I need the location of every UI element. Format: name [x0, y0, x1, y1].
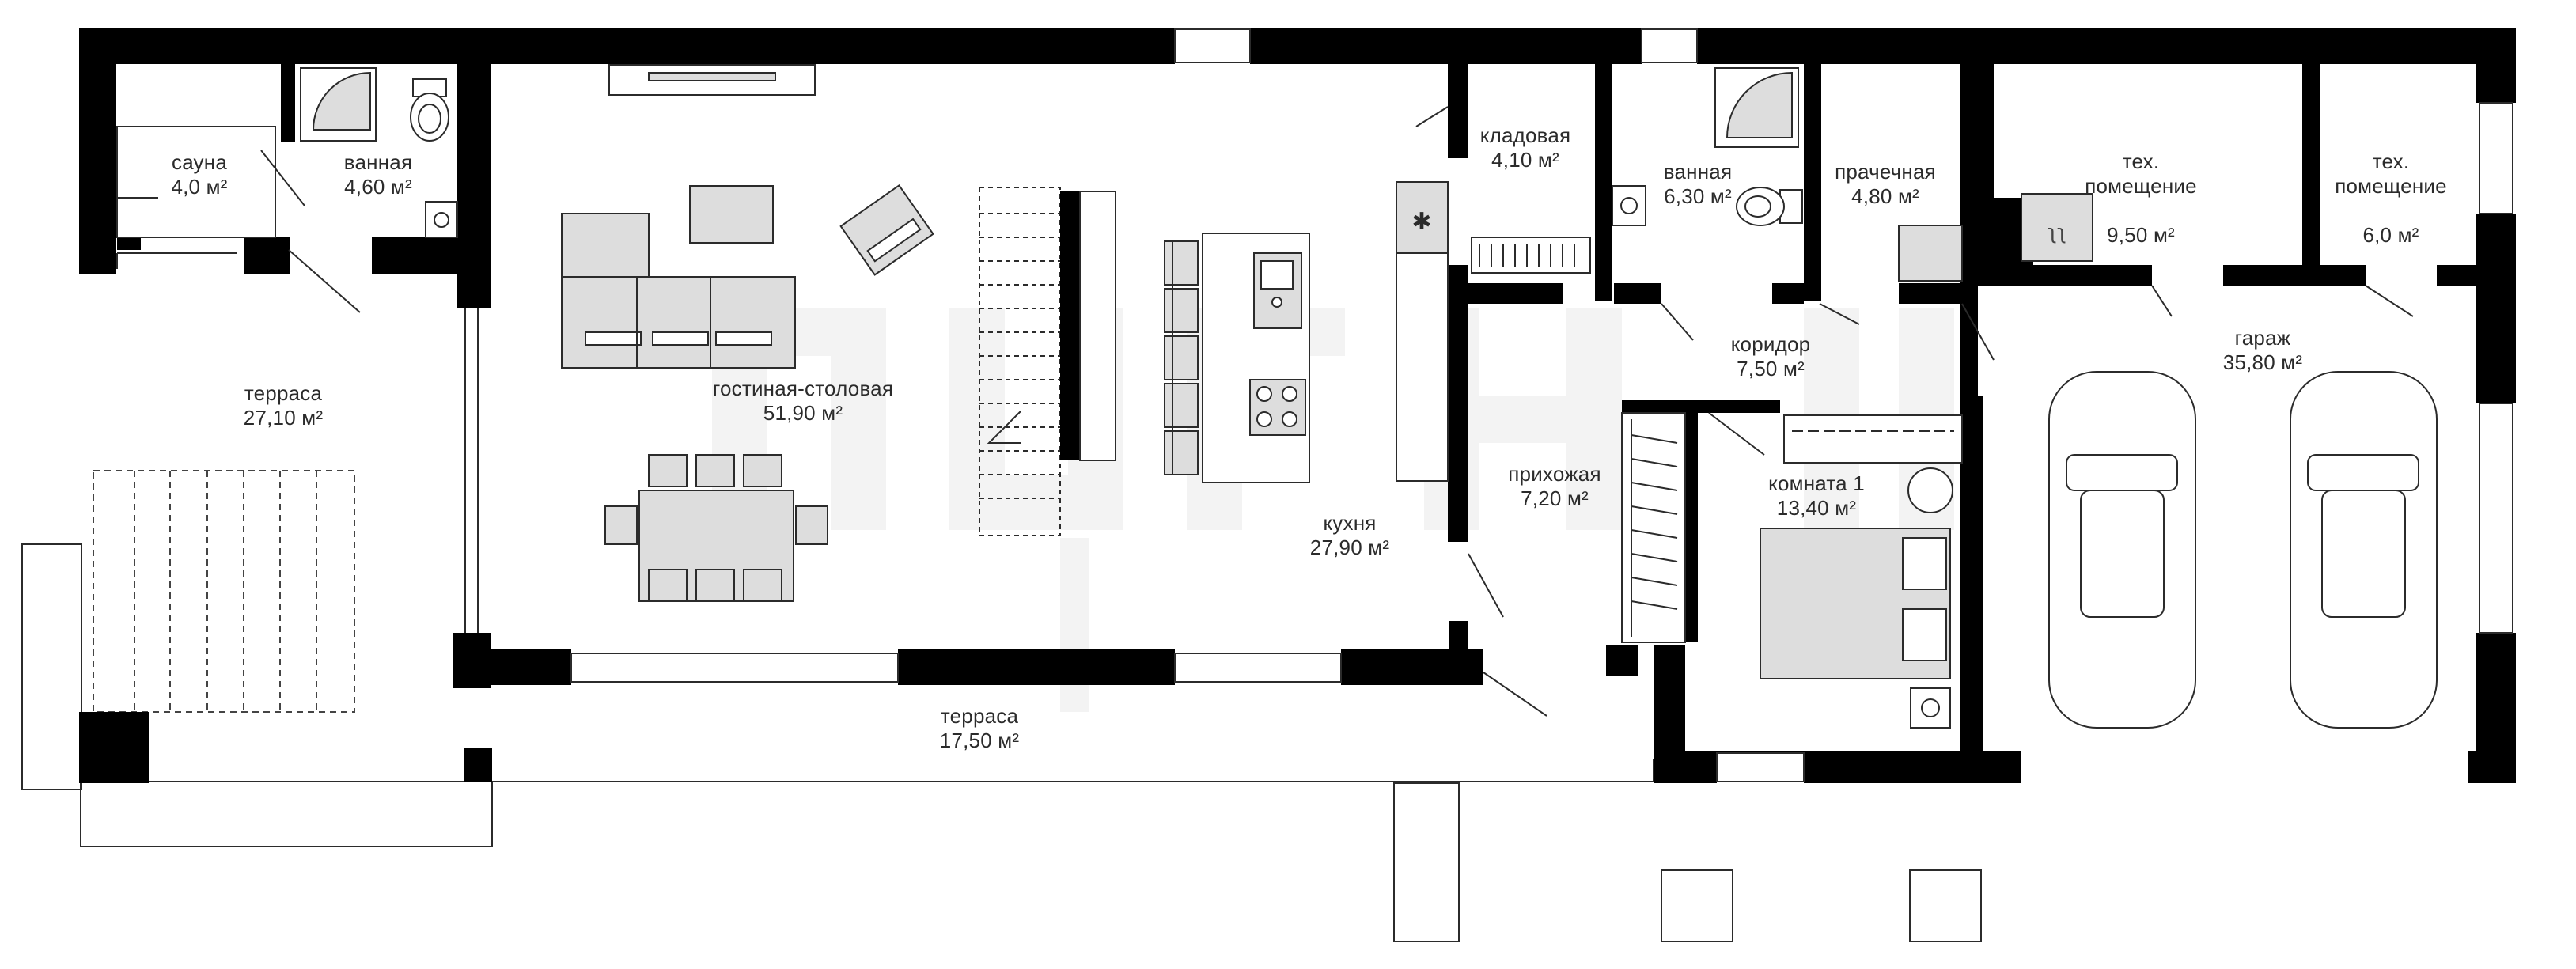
- room-area: 9,50 м²: [2107, 223, 2175, 247]
- room-name: тех. помещение: [2085, 150, 2197, 198]
- room-area: 51,90 м²: [763, 401, 843, 425]
- room-area: 13,40 м²: [1776, 496, 1857, 520]
- room-name: сауна: [171, 150, 227, 174]
- wardrobe-corridor: [1783, 414, 1963, 464]
- sink-2: [1612, 185, 1646, 226]
- kitchen-island: [1202, 233, 1310, 483]
- room-name: гостиная-столовая: [712, 377, 894, 400]
- room-label-hallway: прихожая 7,20 м²: [1508, 462, 1601, 511]
- room-name: коридор: [1730, 332, 1811, 356]
- room-label-tech-room-1: тех. помещение 9,50 м²: [2085, 125, 2197, 272]
- svg-text:ʅʅ: ʅʅ: [2048, 221, 2066, 244]
- room-area: 27,90 м²: [1309, 536, 1390, 559]
- shower-1: [300, 67, 377, 142]
- room-label-pantry: кладовая 4,10 м²: [1480, 123, 1571, 172]
- room-name: комната 1: [1768, 471, 1865, 495]
- room-area: 17,50 м²: [939, 729, 1020, 752]
- sink-1: [425, 201, 458, 238]
- toilet-2: [1736, 187, 1803, 226]
- room-area: 6,0 м²: [2362, 223, 2419, 247]
- washing-machine: [1898, 225, 1963, 282]
- toilet-1: [410, 78, 449, 142]
- pantry-shelves: [1471, 237, 1591, 274]
- sofa: [561, 213, 796, 369]
- windows: [570, 28, 2513, 782]
- room-label-kitchen: кухня 27,90 м²: [1310, 511, 1389, 560]
- room-label-tech-room-2: тех. помещение 6,0 м²: [2335, 125, 2447, 272]
- glass-partition: [464, 308, 479, 633]
- bar-stools: [1164, 240, 1199, 475]
- room-label-terrace-bottom: терраса 17,50 м²: [940, 704, 1019, 753]
- room-name: прачечная: [1835, 160, 1936, 184]
- room-name: гараж: [2234, 326, 2291, 350]
- shower-2: [1714, 67, 1799, 148]
- room-label-bath-1: ванная 4,60 м²: [344, 150, 412, 199]
- doors: [260, 106, 2414, 717]
- room-name: кухня: [1323, 511, 1377, 535]
- room-name: терраса: [244, 381, 323, 405]
- sauna-bench: [116, 126, 276, 238]
- room-label-corridor: коридор 7,50 м²: [1731, 332, 1811, 381]
- room-label-living-dining: гостиная-столовая 51,90 м²: [713, 377, 893, 426]
- room-label-bath-2: ванная 6,30 м²: [1664, 160, 1732, 209]
- car-right: [2290, 371, 2438, 729]
- room-area: 7,20 м²: [1521, 486, 1589, 510]
- plant: [1907, 467, 1953, 513]
- room-name: терраса: [940, 704, 1019, 728]
- room-area: 4,0 м²: [171, 175, 228, 199]
- room-area: 7,50 м²: [1737, 357, 1805, 380]
- terrace-deck: [93, 470, 355, 713]
- room-label-garage: гараж 35,80 м²: [2223, 326, 2302, 375]
- room-name: ванная: [1663, 160, 1733, 184]
- car-left: [2048, 371, 2196, 729]
- room-name: кладовая: [1479, 123, 1571, 147]
- room-area: 35,80 м²: [2222, 350, 2303, 374]
- armchair: [839, 184, 934, 276]
- stair-rail: [1079, 191, 1116, 461]
- fireplace: [608, 64, 816, 96]
- room-area: 27,10 м²: [243, 406, 324, 430]
- room-label-room-1: комната 1 13,40 м²: [1768, 471, 1865, 520]
- room-area: 4,60 м²: [344, 175, 412, 199]
- room-label-laundry: прачечная 4,80 м²: [1835, 160, 1936, 209]
- bed: [1760, 528, 1951, 729]
- wardrobe-hall: [1621, 412, 1686, 643]
- room-label-sauna: сауна 4,0 м²: [171, 150, 227, 199]
- room-name: прихожая: [1508, 462, 1601, 486]
- room-label-terrace-left: терраса 27,10 м²: [244, 381, 323, 430]
- room-name: тех. помещение: [2335, 150, 2447, 198]
- boiler: ʅʅ: [2021, 193, 2093, 262]
- coffee-table: [689, 185, 774, 244]
- svg-text:✱: ✱: [1411, 208, 1431, 236]
- room-area: 4,10 м²: [1491, 148, 1559, 172]
- kitchen-counter: ✱: [1396, 181, 1449, 482]
- room-name: ванная: [343, 150, 413, 174]
- room-area: 6,30 м²: [1664, 184, 1732, 208]
- room-area: 4,80 м²: [1851, 184, 1919, 208]
- dining-set: [604, 454, 828, 602]
